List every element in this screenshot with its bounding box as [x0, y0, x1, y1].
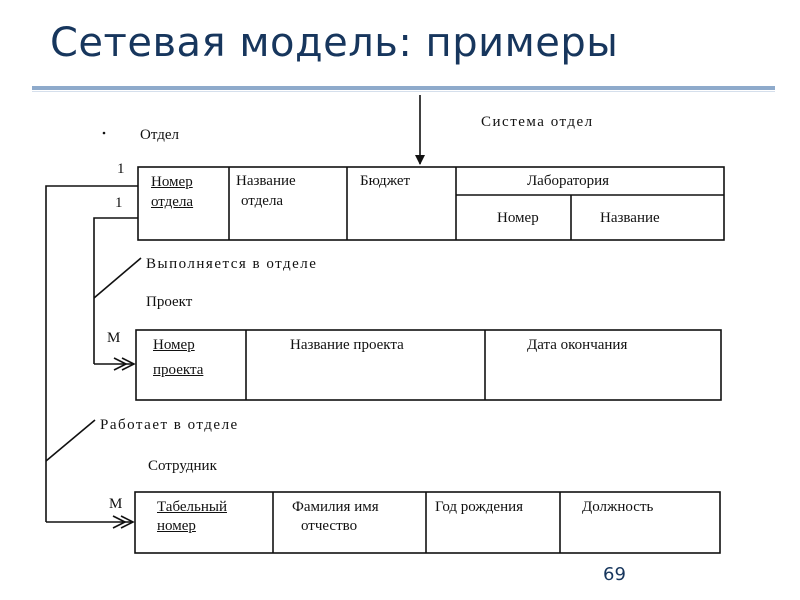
- dept-title-label-2: отдела: [241, 193, 284, 209]
- employee-record-box: [134, 491, 721, 554]
- performed-in-connector: [93, 217, 138, 364]
- set-works-in-label: Работает в отделе: [100, 417, 239, 433]
- employee-birth-year-label: Год рождения: [435, 499, 524, 515]
- project-number-label-1: Номер: [153, 337, 195, 353]
- title-divider: [32, 86, 775, 90]
- title-divider-shadow: [32, 91, 775, 92]
- employee-position-label: Должность: [582, 499, 654, 515]
- employee-tabnum-label-2: номер: [157, 518, 196, 534]
- employee-record-name: Сотрудник: [148, 458, 217, 474]
- project-record-box: [135, 329, 722, 401]
- system-label: Система отдел: [481, 114, 594, 130]
- department-record-name: Отдел: [140, 127, 179, 143]
- page-number: 69: [603, 564, 626, 585]
- cardinality-one-top: 1: [117, 161, 125, 177]
- dept-title-label-1: Название: [236, 173, 296, 189]
- project-record-name: Проект: [146, 294, 193, 310]
- cardinality-many-project: M: [107, 330, 121, 346]
- employee-fio-label-1: Фамилия имя: [292, 499, 379, 515]
- department-record-box: [137, 166, 725, 241]
- dept-number-label-1: Номер: [151, 174, 193, 190]
- project-title-label: Название проекта: [290, 337, 404, 353]
- dept-lab-label: Лаборатория: [527, 173, 610, 189]
- employee-fio-label-2: отчество: [301, 518, 358, 534]
- lab-title-label: Название: [600, 210, 660, 226]
- dept-budget-label: Бюджет: [360, 173, 411, 189]
- project-number-label-2: проекта: [153, 362, 204, 378]
- slide-title: Сетевая модель: примеры: [50, 20, 619, 66]
- lab-number-label: Номер: [497, 210, 539, 226]
- dept-number-label-2: отдела: [151, 194, 194, 210]
- employee-tabnum-label-1: Табельный: [157, 499, 227, 515]
- cardinality-many-employee: M: [109, 496, 123, 512]
- set-performed-in-label: Выполняется в отделе: [146, 256, 318, 272]
- project-end-date-label: Дата окончания: [527, 337, 628, 353]
- cardinality-one-bottom: 1: [115, 195, 123, 211]
- works-in-connector: [45, 185, 138, 522]
